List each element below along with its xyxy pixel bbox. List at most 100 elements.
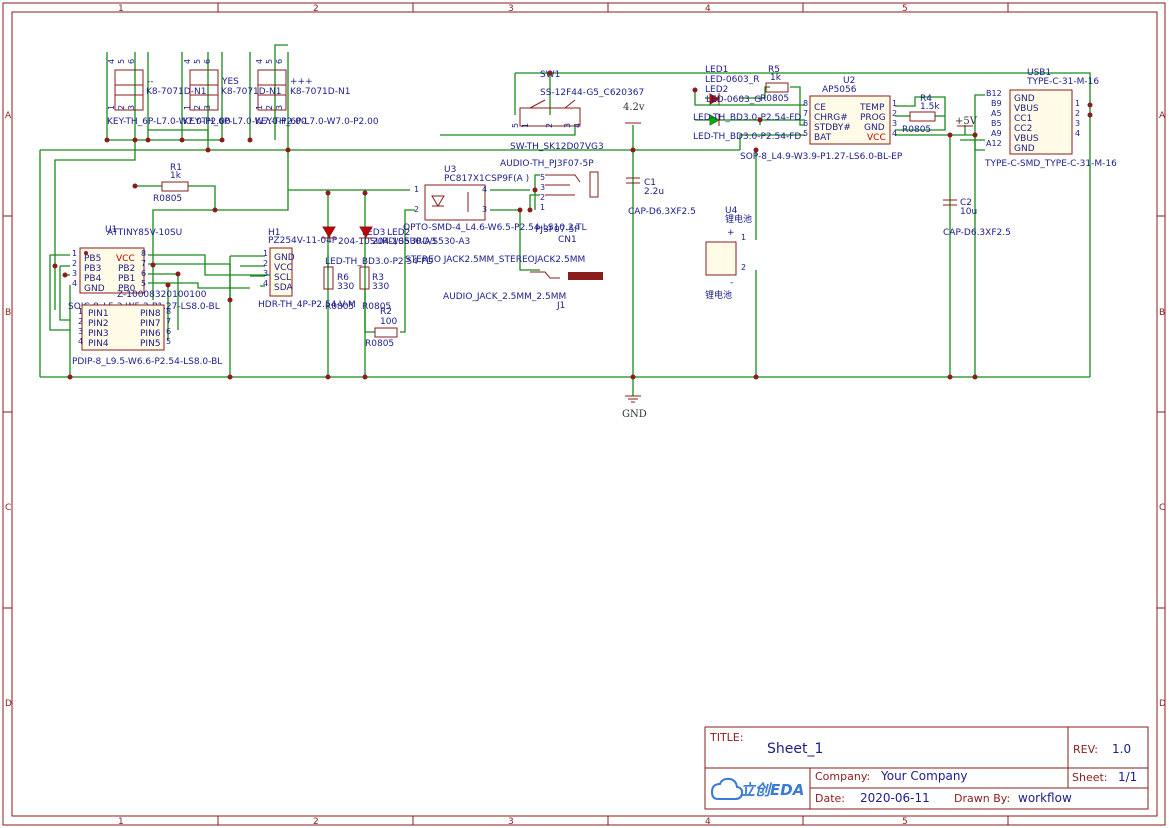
u5-pin2: PIN2 bbox=[88, 319, 109, 329]
led3-part: 204-10SURD/S530-A3 bbox=[338, 237, 436, 247]
vbat-net-label: 4.2v bbox=[623, 102, 645, 124]
led2-ref: LED2 bbox=[705, 85, 728, 95]
u2-pin-prog: PROG bbox=[860, 113, 886, 123]
u4-ref: U4 bbox=[725, 206, 738, 216]
usb1-pin-vbus-b9: VBUS bbox=[1014, 104, 1039, 114]
usb1-num-b12: B12 bbox=[986, 89, 1002, 98]
r6-value: 330 bbox=[337, 282, 354, 292]
svg-text:4: 4 bbox=[482, 185, 487, 194]
svg-text:3: 3 bbox=[563, 123, 572, 128]
svg-text:4: 4 bbox=[183, 59, 192, 64]
u3-part: PC817X1CSP9F(A ) bbox=[444, 174, 529, 184]
u5-pin6: PIN6 bbox=[140, 329, 161, 339]
u1-pin-pb4: PB4 bbox=[84, 274, 102, 284]
c1-ref: C1 bbox=[644, 178, 656, 188]
u1-pin-vcc: VCC bbox=[116, 254, 135, 264]
u1-pin-num-1: 1 bbox=[72, 249, 77, 258]
u2-num-3: 3 bbox=[892, 119, 897, 128]
h1-pin-sda: SDA bbox=[274, 283, 293, 293]
svg-text:1: 1 bbox=[521, 123, 530, 128]
svg-text:1: 1 bbox=[107, 105, 116, 110]
drawn-value: workflow bbox=[1018, 791, 1072, 805]
r1-footprint: R0805 bbox=[153, 194, 182, 204]
audio-part: PJ3F07-5P bbox=[535, 225, 580, 235]
svg-text:2: 2 bbox=[540, 193, 545, 202]
date-value: 2020-06-11 bbox=[860, 791, 930, 805]
led-led4: LED2 204-10SURD/S530-A3 LED-TH_BD3.0-P2.… bbox=[325, 226, 470, 267]
u2-pin-chrg: CHRG# bbox=[814, 113, 848, 123]
u5-num-6: 6 bbox=[166, 327, 171, 336]
u2-pin-ce: CE bbox=[814, 103, 826, 113]
usb-connector-usb1: USB1 TYPE-C-31-M-16 GND VBUS CC1 CC2 VBU… bbox=[984, 68, 1117, 169]
c2-value: 10u bbox=[960, 207, 977, 217]
led1-part: LED-0603_R bbox=[705, 75, 760, 85]
usb1-pin-gnd-a12: GND bbox=[1014, 144, 1035, 154]
audio-footprint: AUDIO-TH_PJ3F07-5P bbox=[500, 159, 594, 169]
vcc5-text: +5V bbox=[955, 116, 978, 127]
u1-pin-pb3: PB3 bbox=[84, 264, 101, 274]
capacitor-c1: C1 2.2u CAP-D6.3XF2.5 bbox=[626, 177, 696, 217]
battery-u4: U4 锂电池 + 1 2 - 锂电池 bbox=[705, 206, 752, 301]
resistor-r6: R6 330 R0805 bbox=[323, 266, 354, 312]
j1-part: AUDIO_JACK_2.5MM_2.5MM bbox=[443, 292, 566, 302]
svg-text:5: 5 bbox=[511, 123, 520, 128]
u2-num-7: 7 bbox=[803, 109, 808, 118]
u5-num-5: 5 bbox=[166, 337, 171, 346]
led-led3: LED3 204-10SURD/S530-A3 bbox=[322, 226, 436, 247]
c1-value: 2.2u bbox=[644, 187, 664, 197]
h1-pin-vcc: VCC bbox=[274, 263, 293, 273]
resistor-r4: R4 1.5k R0805 bbox=[902, 94, 940, 135]
zone-col-5-bottom: 5 bbox=[902, 817, 908, 827]
u2-pin-vcc: VCC bbox=[867, 133, 886, 143]
h1-part: PZ254V-11-04P bbox=[268, 236, 338, 246]
svg-text:4: 4 bbox=[107, 59, 116, 64]
wires bbox=[39, 44, 1091, 378]
svg-text:2: 2 bbox=[117, 105, 126, 110]
sw1-part: SS-12F44-G5_C620367 bbox=[540, 88, 644, 98]
svg-text:4: 4 bbox=[573, 123, 582, 128]
led1-ref: LED1 bbox=[705, 65, 728, 75]
svg-text:6: 6 bbox=[127, 59, 136, 64]
usb1-part: TYPE-C-31-M-16 bbox=[1026, 77, 1099, 87]
rev-label: REV: bbox=[1073, 743, 1098, 756]
zone-col-3: 3 bbox=[508, 4, 514, 14]
usb1-num-b9: B9 bbox=[991, 99, 1002, 108]
resistor-r1: R1 1k R0805 bbox=[153, 163, 189, 204]
usb1-rnum-2: 2 bbox=[1075, 109, 1080, 118]
u5-pin3: PIN3 bbox=[88, 329, 109, 339]
rev-value: 1.0 bbox=[1112, 742, 1131, 756]
usb1-num-a12: A12 bbox=[986, 139, 1002, 148]
u4-name: 锂电池 bbox=[725, 213, 752, 225]
lceda-logo: 立创EDA bbox=[710, 777, 804, 800]
zone-row-a-right: A bbox=[1159, 111, 1166, 121]
svg-text:1: 1 bbox=[540, 203, 545, 212]
company-label: Company: bbox=[815, 770, 870, 783]
resistor-r3: R3 330 R0805 bbox=[359, 266, 391, 312]
sw-yes-footprint: KEY-TH_6P-L7.0-W7.0-P2.00 bbox=[183, 117, 307, 127]
r2-value: 100 bbox=[380, 317, 397, 327]
svg-text:5: 5 bbox=[117, 59, 126, 64]
u4-name2: 锂电池 bbox=[705, 289, 732, 301]
u5-footprint: PDIP-8_L9.5-W6.6-P2.54-LS8.0-BL bbox=[72, 357, 222, 367]
svg-text:2: 2 bbox=[265, 105, 274, 110]
zone-labels: 1 2 3 4 5 1 2 3 4 5 A B C D A B C D bbox=[5, 4, 1166, 827]
title-label: TITLE: bbox=[709, 731, 743, 744]
logo-text: 立创EDA bbox=[740, 781, 804, 799]
r1-value: 1k bbox=[170, 171, 182, 181]
svg-text:3: 3 bbox=[540, 183, 545, 192]
sheet-value: 1/1 bbox=[1118, 770, 1137, 784]
junctions bbox=[52, 70, 1093, 380]
sw-minus-label: -- bbox=[147, 77, 154, 87]
zone-col-1: 1 bbox=[118, 4, 124, 14]
u2-num-8: 8 bbox=[803, 99, 808, 108]
usb1-rnum-4: 4 bbox=[1075, 129, 1080, 138]
h1-pin-scl: SCL bbox=[274, 273, 291, 283]
usb1-pin-vbus-a9: VBUS bbox=[1014, 134, 1039, 144]
usb1-footprint: TYPE-C-SMD_TYPE-C-31-M-16 bbox=[984, 159, 1117, 169]
led3-ref: LED3 bbox=[362, 228, 385, 238]
zone-row-c: C bbox=[5, 503, 11, 513]
svg-text:5: 5 bbox=[265, 59, 274, 64]
zone-col-3-bottom: 3 bbox=[508, 817, 514, 827]
u5-num-8: 8 bbox=[166, 307, 171, 316]
